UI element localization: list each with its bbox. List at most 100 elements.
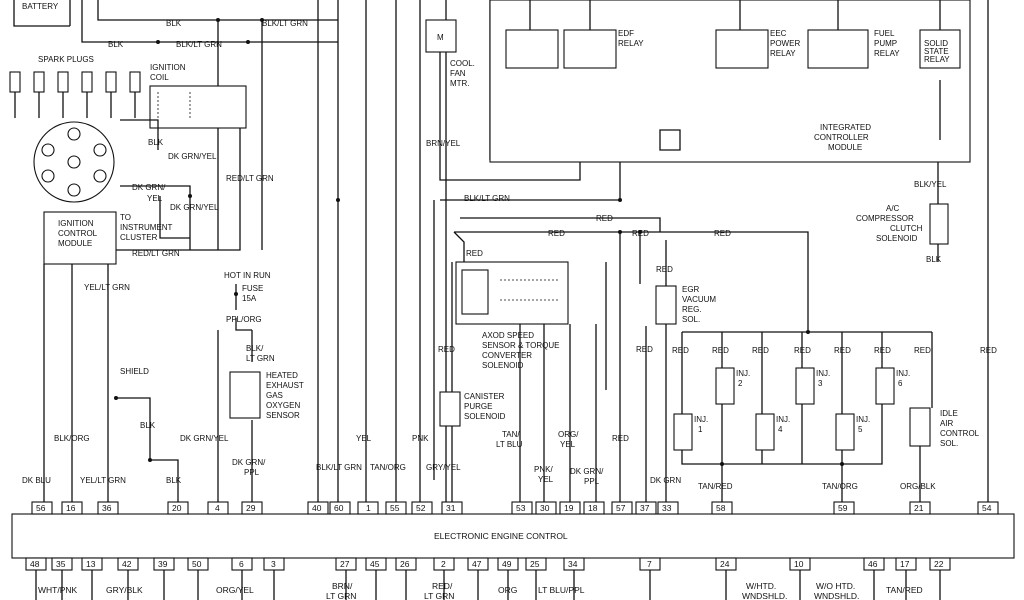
pin-top-3: 36 (102, 503, 112, 513)
pin-bot-16: 34 (568, 559, 578, 569)
ac-label-1: A/C (886, 204, 900, 213)
canister-label-3: SOLENOID (464, 412, 506, 421)
wire-dk-grn-yel-1: DK GRN/YEL (168, 152, 217, 161)
wire-dk-grn-yel-3: DK GRN/YEL (180, 434, 229, 443)
wire-red-1: RED (596, 214, 613, 223)
inj-1-label: INJ. (694, 415, 708, 424)
idle-air-control-sol (909, 407, 931, 447)
pin-bot-2: 35 (56, 559, 66, 569)
wire-red-inj-7: RED (914, 346, 931, 355)
inj-3-num: 3 (818, 379, 823, 388)
axod-inner-box (461, 269, 489, 315)
icm-ctrl-label-2: CONTROLLER (814, 133, 869, 142)
eec-label-2: POWER (770, 39, 800, 48)
spark-plugs-icon (9, 71, 141, 118)
wire-blk-lt-grn-4: LT GRN (246, 354, 275, 363)
inj-4-label: INJ. (776, 415, 790, 424)
o2-label-5: SENSOR (266, 411, 300, 420)
pin-bot-11: 26 (400, 559, 410, 569)
pin-top-17: 57 (616, 503, 626, 513)
wire-red-inj-6: RED (874, 346, 891, 355)
wire-blk-1: BLK (166, 19, 182, 28)
ac-label-4: SOLENOID (876, 234, 918, 243)
wire-org-blk: ORG/BLK (900, 482, 936, 491)
shield-label: SHIELD (120, 367, 149, 376)
icm-ctrl-label-1: INTEGRATED (820, 123, 871, 132)
icm-label-2: CONTROL (58, 229, 98, 238)
pin-top-11: 52 (416, 503, 426, 513)
bottom-pins: 48 35 13 42 39 50 6 3 27 45 26 2 47 49 2… (25, 557, 951, 571)
ac-label-3: CLUTCH (890, 224, 923, 233)
pin-bot-10: 45 (370, 559, 380, 569)
fp-label-3: RELAY (874, 49, 900, 58)
iac-label-2: AIR (940, 419, 954, 428)
eec-power-relay (715, 29, 769, 69)
wire-blk-lt-grn-5: BLK/LT GRN (316, 463, 362, 472)
distributor-icon (33, 121, 115, 203)
to-label-1: TO (120, 213, 131, 222)
wire-blk-4: BLK (140, 421, 156, 430)
injector-4 (755, 413, 775, 451)
injector-6 (875, 367, 895, 405)
wire-red-8: RED (636, 345, 653, 354)
fuse-label-2: 15A (242, 294, 257, 303)
injector-5 (835, 413, 855, 451)
ssr-label-3: RELAY (924, 55, 950, 64)
wire-blk-lt-grn-6: BLK/LT GRN (464, 194, 510, 203)
coil-label-2: COIL (150, 73, 169, 82)
bot-label-8: ORG (498, 585, 517, 595)
pin-top-21: 59 (838, 503, 848, 513)
wire-red-10: RED (980, 346, 997, 355)
axod-label-4: SOLENOID (482, 361, 524, 370)
wire-blk-2: BLK (108, 40, 124, 49)
wire-yel-lt-grn-1: YEL/LT GRN (84, 283, 130, 292)
injector-2 (715, 367, 735, 405)
pin-bot-20: 46 (868, 559, 878, 569)
motor-symbol: M (437, 33, 444, 42)
pin-top-10: 55 (390, 503, 400, 513)
axod-label-2: SENSOR & TORQUE (482, 341, 560, 350)
integrated-controller-module (489, 0, 971, 163)
pin-top-8: 60 (334, 503, 344, 513)
bot-label-12: W/O HTD. (816, 581, 855, 591)
eec-label-1: EEC (770, 29, 787, 38)
wire-red-inj-1: RED (672, 346, 689, 355)
icm-ctrl-label-3: MODULE (828, 143, 862, 152)
inj-2-label: INJ. (736, 369, 750, 378)
ac-label-2: COMPRESSOR (856, 214, 914, 223)
wire-org-yel-2: YEL (560, 440, 576, 449)
pin-top-1: 56 (36, 503, 46, 513)
wire-red-6: RED (438, 345, 455, 354)
bot-label-3: ORG/YEL (216, 585, 254, 595)
pin-top-12: 31 (446, 503, 456, 513)
wire-red-4: RED (714, 229, 731, 238)
pin-top-6: 29 (246, 503, 256, 513)
bot-label-11: WNDSHLD. (742, 591, 787, 600)
icm-label-3: MODULE (58, 239, 92, 248)
spark-plugs-label: SPARK PLUGS (38, 55, 94, 64)
pin-top-2: 16 (66, 503, 76, 513)
wire-dk-grn-ppl-1: DK GRN/ (232, 458, 266, 467)
wire-red-inj-5: RED (834, 346, 851, 355)
wire-red-inj-3: RED (752, 346, 769, 355)
fan-label-2: FAN (450, 69, 466, 78)
pin-top-5: 4 (215, 503, 220, 513)
wire-blk-lt-grn-3: BLK/ (246, 344, 264, 353)
wire-red-lt-grn-1: RED/LT GRN (226, 174, 274, 183)
pin-top-20: 58 (716, 503, 726, 513)
wire-red-3: RED (632, 229, 649, 238)
fan-label-3: MTR. (450, 79, 470, 88)
wire-blk-lt-grn-2: BLK/LT GRN (176, 40, 222, 49)
pin-top-14: 30 (540, 503, 550, 513)
inj-1-num: 1 (698, 425, 703, 434)
fp-label-1: FUEL (874, 29, 895, 38)
pin-top-22: 21 (914, 503, 924, 513)
hot-in-run-label: HOT IN RUN (224, 271, 271, 280)
egr-label-2: VACUUM (682, 295, 716, 304)
pin-top-23: 54 (982, 503, 992, 513)
pin-bot-8: 3 (271, 559, 276, 569)
pin-top-18: 37 (640, 503, 650, 513)
iac-label-4: SOL. (940, 439, 958, 448)
fp-label-2: PUMP (874, 39, 897, 48)
wire-red-inj-2: RED (712, 346, 729, 355)
